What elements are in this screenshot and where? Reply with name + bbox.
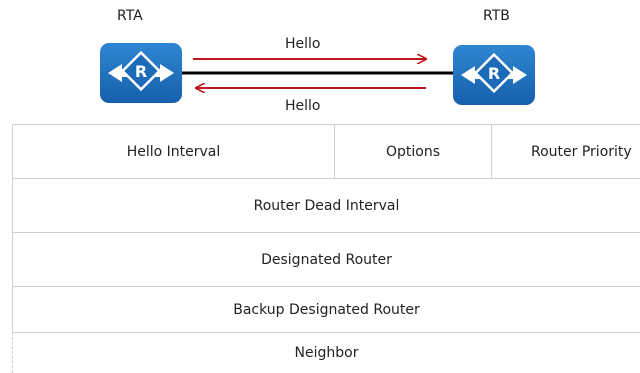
field-hello-interval: Hello Interval (12, 124, 334, 178)
field-router-dead-interval: Router Dead Interval (12, 178, 640, 232)
router-link-diagram (180, 0, 470, 124)
field-backup-designated-router: Backup Designated Router (12, 286, 640, 332)
router-rta-label: RTA (117, 8, 143, 24)
field-neighbor: Neighbor (12, 332, 640, 373)
router-rta-icon: R (100, 43, 182, 103)
packet-row-3: Designated Router (12, 232, 640, 286)
router-rtb-icon: R (453, 45, 535, 105)
router-rtb-label: RTB (483, 8, 510, 24)
packet-row-2: Router Dead Interval (12, 178, 640, 232)
router-rta-glyph: R (135, 62, 147, 81)
hello-label-bottom: Hello (285, 98, 321, 114)
hello-packet-format: Hello Interval Options Router Priority R… (12, 124, 640, 373)
hello-label-top: Hello (285, 36, 321, 52)
packet-row-5: Neighbor (12, 332, 640, 373)
field-options: Options (334, 124, 491, 178)
field-router-priority: Router Priority (491, 124, 640, 178)
router-rtb-glyph: R (488, 64, 500, 83)
packet-row-4: Backup Designated Router (12, 286, 640, 332)
packet-row-1: Hello Interval Options Router Priority (12, 124, 640, 178)
field-designated-router: Designated Router (12, 232, 640, 286)
